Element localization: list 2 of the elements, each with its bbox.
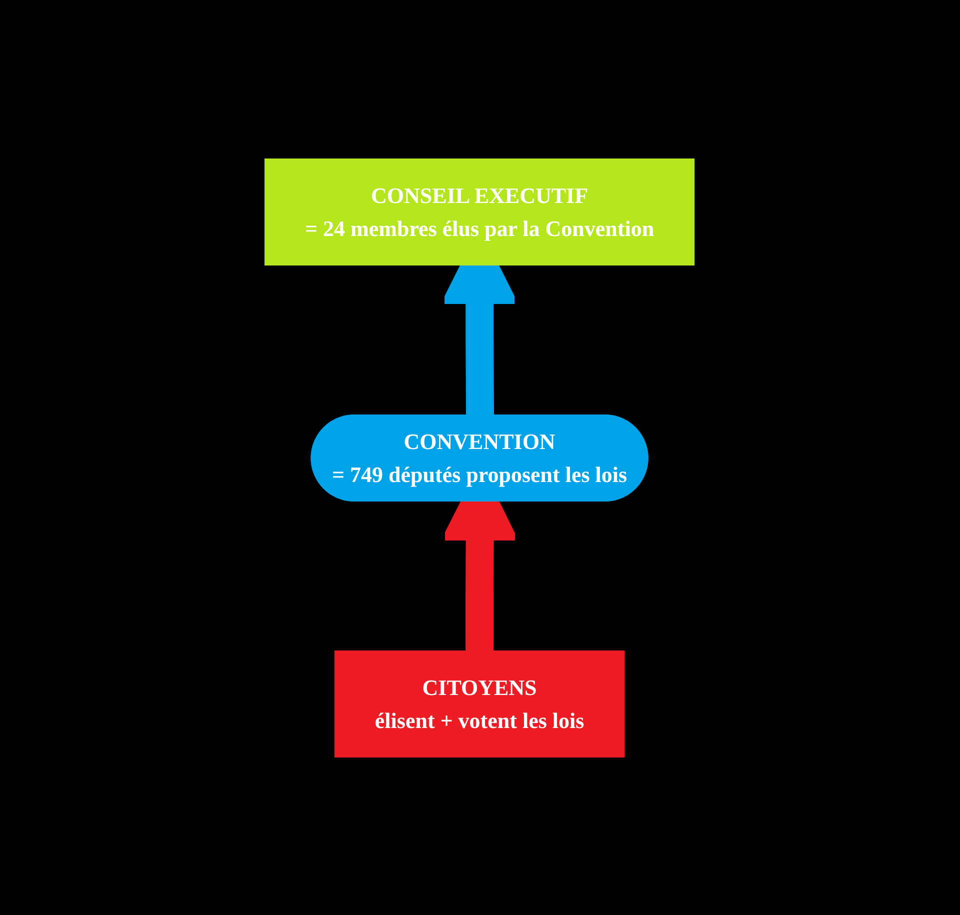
node-box: CITOYENS élisent + votent les lois bbox=[334, 650, 626, 757]
node-box: CONSEIL EXECUTIF = 24 membres élus par la Convention bbox=[264, 158, 696, 265]
